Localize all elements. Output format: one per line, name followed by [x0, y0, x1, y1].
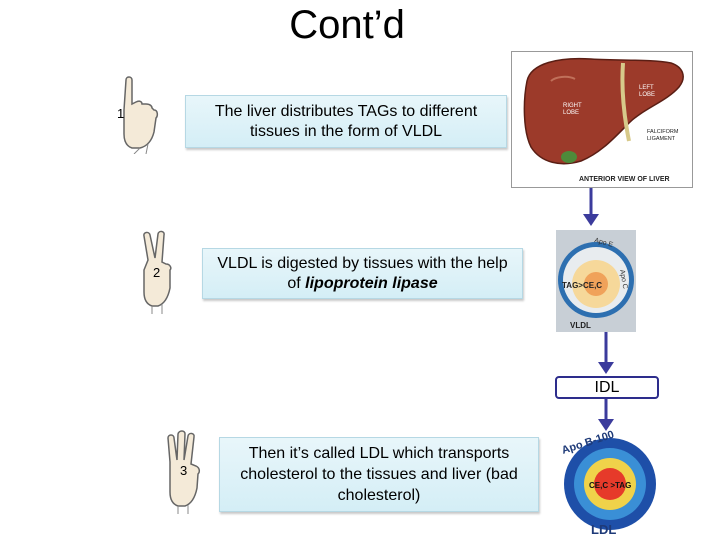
arrow-idl-to-ldl: [598, 399, 614, 431]
step-2-text: VLDL is digested by tissues with the hel…: [211, 254, 514, 294]
liver-illustration: LEFT LOBE RIGHT LOBE FALCIFORM LIGAMENT …: [511, 51, 693, 188]
vldl-apo-e: Apo E: [593, 237, 614, 249]
step-2-text-plain: VLDL is digested by tissues with the hel…: [217, 254, 508, 292]
vldl-core-label: TAG>CE,C: [562, 281, 602, 290]
arrow-liver-to-vldl: [583, 188, 599, 226]
liver-left-lobe-label-1: LEFT: [639, 85, 654, 91]
step-3-box: Then it’s called LDL which transports ch…: [219, 437, 539, 512]
vldl-apo-c: Apo C: [618, 269, 628, 289]
step-1-box: The liver distributes TAGs to different …: [185, 95, 507, 148]
liver-right-lobe-label-2: LOBE: [563, 110, 579, 116]
liver-left-lobe-label-2: LOBE: [639, 92, 655, 98]
step-1-text: The liver distributes TAGs to different …: [214, 102, 478, 140]
liver-ligament-label-2: LIGAMENT: [647, 136, 676, 142]
arrow-vldl-to-idl: [598, 332, 614, 374]
idl-label: IDL: [594, 379, 620, 396]
liver-right-lobe-label-1: RIGHT: [563, 103, 582, 109]
page-title: Cont’d: [289, 3, 405, 47]
idl-label-box: IDL: [555, 376, 659, 399]
three-finger-hand-icon: [167, 430, 201, 514]
step-number-2: 2: [153, 265, 161, 280]
ldl-core-label: CE,C >TAG: [589, 481, 631, 490]
step-number-1: 1: [117, 106, 125, 121]
step-3-text: Then it’s called LDL which transports ch…: [240, 445, 518, 504]
liver-ligament-label-1: FALCIFORM: [647, 129, 679, 135]
step-number-3: 3: [180, 463, 188, 478]
one-finger-hand-icon: [123, 76, 159, 154]
ldl-caption: LDL: [591, 522, 616, 537]
ldl-particle-image: Apo B-100 CE,C >TAG LDL: [560, 430, 656, 537]
step-2-box: VLDL is digested by tissues with the hel…: [202, 248, 523, 299]
step-2-emphasis: lipoprotein lipase: [305, 274, 438, 292]
two-finger-hand-icon: [143, 230, 172, 314]
vldl-particle-image: Apo E Apo C TAG>CE,C VLDL: [556, 230, 636, 332]
liver-caption: ANTERIOR VIEW OF LIVER: [579, 176, 670, 183]
vldl-caption: VLDL: [570, 321, 591, 330]
